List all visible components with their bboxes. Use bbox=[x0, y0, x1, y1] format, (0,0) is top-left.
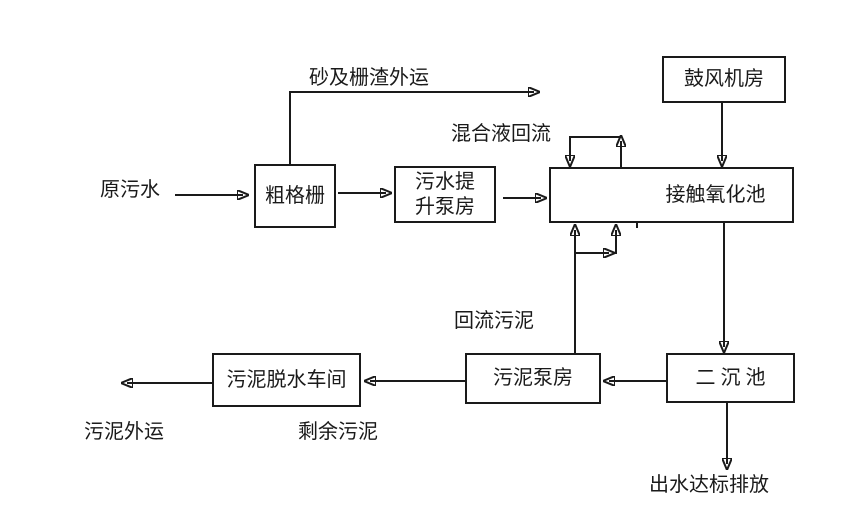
label-sludge-out: 污泥外运 bbox=[84, 421, 164, 443]
box-sewage-lift-pump: 污水提 升泵房 bbox=[394, 166, 496, 223]
label-return-sludge: 回流污泥 bbox=[454, 310, 534, 332]
box-sludge-dewatering-workshop-label: 污泥脱水车间 bbox=[226, 368, 347, 391]
label-sand-residue-out: 砂及栅渣外运 bbox=[309, 67, 429, 89]
box-sewage-lift-pump-label-line1: 污水提 bbox=[415, 170, 475, 193]
box-sewage-lift-pump-label-line2: 升泵房 bbox=[415, 195, 475, 218]
label-effluent-discharge: 出水达标排放 bbox=[649, 474, 769, 496]
box-contact-oxidation-tank: 接触氧化池 bbox=[549, 167, 794, 223]
box-secondary-clarifier: 二 沉 池 bbox=[666, 353, 795, 403]
box-blower-room-label: 鼓风机房 bbox=[684, 68, 764, 90]
box-sludge-pump-house-label: 污泥泵房 bbox=[493, 367, 573, 389]
box-coarse-screen: 粗格栅 bbox=[254, 164, 336, 228]
box-sludge-pump-house: 污泥泵房 bbox=[465, 353, 601, 404]
box-secondary-clarifier-label: 二 沉 池 bbox=[695, 366, 766, 389]
box-blower-room: 鼓风机房 bbox=[662, 56, 786, 103]
label-raw-sewage: 原污水 bbox=[100, 179, 160, 201]
label-excess-sludge: 剩余污泥 bbox=[298, 421, 378, 443]
label-mixed-liquor-return: 混合液回流 bbox=[451, 123, 551, 145]
box-coarse-screen-label: 粗格栅 bbox=[265, 184, 325, 207]
box-sludge-dewatering-workshop: 污泥脱水车间 bbox=[212, 353, 361, 407]
box-contact-oxidation-label: 接触氧化池 bbox=[665, 183, 766, 206]
